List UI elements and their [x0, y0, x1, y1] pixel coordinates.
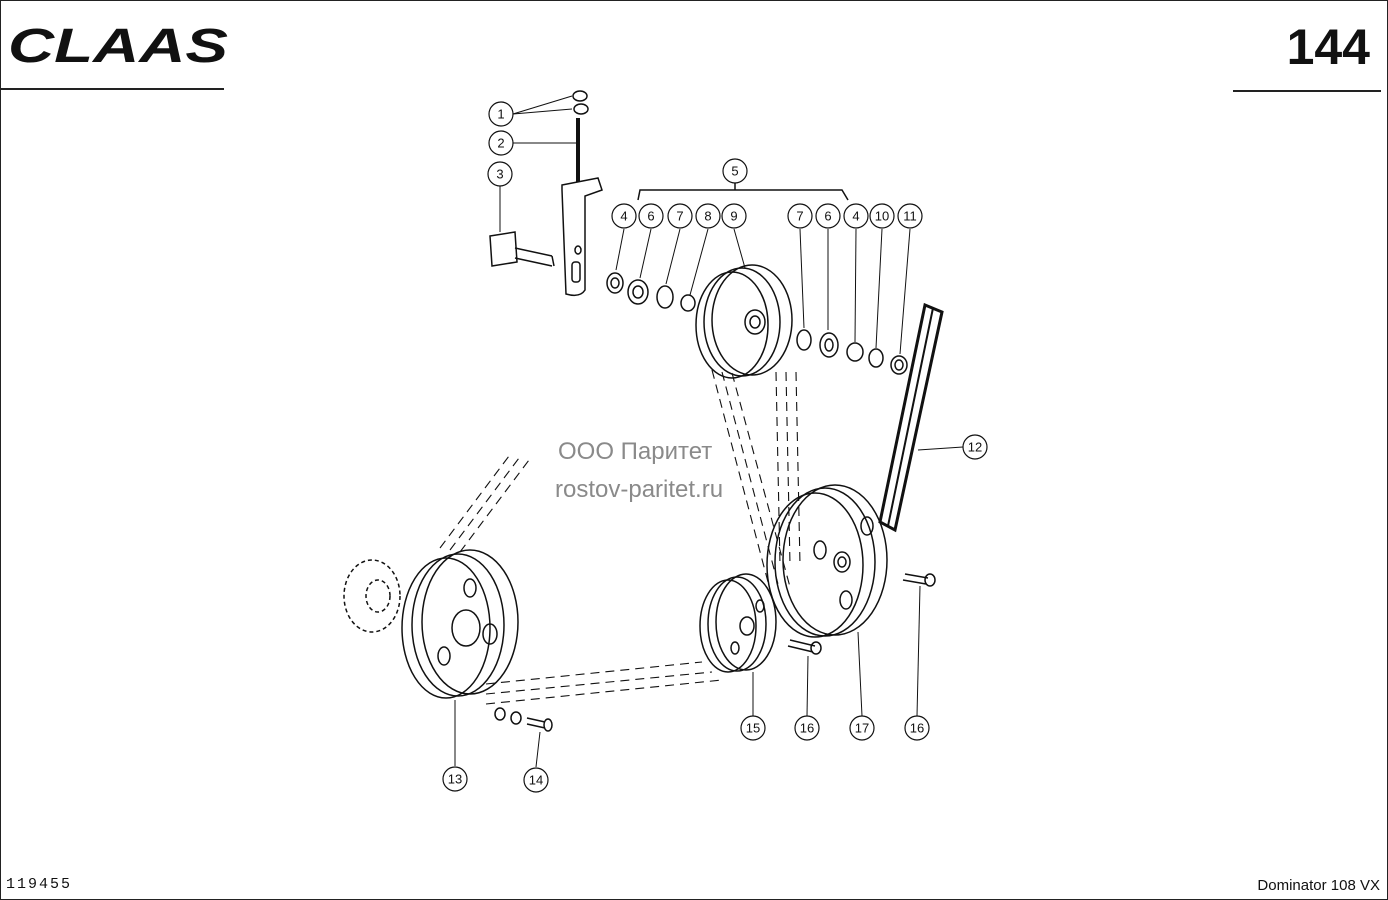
part-bearing-4-right — [846, 342, 864, 362]
callout-7-right — [787, 203, 813, 229]
model-name: Dominator 108 VX — [1257, 877, 1380, 894]
part-washer-10 — [868, 348, 884, 368]
header-rule-left — [0, 88, 224, 90]
belt-path-dashed-1 — [711, 369, 769, 583]
callout-label-7-right: 7 — [796, 209, 803, 224]
callout-label-16-left: 16 — [800, 721, 814, 736]
callout-14 — [523, 767, 549, 793]
callout-3 — [487, 161, 513, 187]
callout-label-1: 1 — [497, 107, 504, 122]
watermark-url: rostov-paritet.ru — [555, 476, 724, 503]
callout-label-5: 5 — [731, 164, 738, 179]
part-bearing-4-left — [606, 272, 624, 294]
claas-logo-icon: CLAAS — [8, 20, 228, 70]
callout-label-6-left: 6 — [647, 209, 654, 224]
part-nut-1 — [572, 90, 588, 102]
part-tbolt-3 — [489, 231, 518, 267]
part-bearing-6-right — [819, 332, 839, 358]
header-rule-right — [1233, 90, 1381, 92]
callout-1 — [488, 101, 514, 127]
callout-label-12: 12 — [968, 440, 982, 455]
callout-label-14: 14 — [529, 773, 543, 788]
callout-8 — [695, 203, 721, 229]
callout-label-13: 13 — [448, 772, 462, 787]
callout-label-4-left: 4 — [620, 209, 627, 224]
part-bolt-16-right — [902, 573, 929, 585]
callout-13 — [442, 766, 468, 792]
callout-10 — [869, 203, 895, 229]
callout-9 — [721, 203, 747, 229]
callout-label-4-right: 4 — [852, 209, 859, 224]
part-bracket-plate-2 — [561, 177, 603, 297]
part-spacer-8 — [680, 294, 696, 312]
callout-label-16-right: 16 — [910, 721, 924, 736]
page-number: 144 — [1286, 19, 1370, 75]
callout-6-left — [638, 203, 664, 229]
callout-6-right — [815, 203, 841, 229]
callout-4-right — [843, 203, 869, 229]
part-circlip-7-right — [796, 329, 812, 351]
callout-15 — [740, 715, 766, 741]
part-pulley-15 — [715, 573, 777, 671]
drawing-number: 119455 — [6, 876, 73, 893]
part-nut-14 — [494, 707, 506, 721]
callout-7-left — [667, 203, 693, 229]
callout-label-6-right: 6 — [824, 209, 831, 224]
brand-logo-text: CLAAS — [8, 20, 228, 70]
callout-label-9: 9 — [730, 209, 737, 224]
part-hub-dashed — [343, 559, 401, 633]
part-nut-11 — [890, 355, 908, 375]
callout-label-8: 8 — [704, 209, 711, 224]
watermark-company: ООО Паритет — [558, 438, 713, 465]
callout-label-11: 11 — [903, 209, 917, 224]
callout-12 — [962, 434, 988, 460]
callout-5 — [722, 158, 748, 184]
part-belt-12 — [878, 302, 944, 533]
part-bearing-6-left — [627, 279, 649, 305]
callout-label-7-left: 7 — [676, 209, 683, 224]
callout-2 — [488, 130, 514, 156]
callout-17 — [849, 715, 875, 741]
callout-label-10: 10 — [875, 209, 889, 224]
callout-label-17: 17 — [855, 721, 869, 736]
callout-16-left — [794, 715, 820, 741]
part-circlip-7-left — [656, 285, 674, 309]
callout-4-left — [611, 203, 637, 229]
part-bolt-14 — [526, 717, 546, 729]
callout-16-right — [904, 715, 930, 741]
callout-11 — [897, 203, 923, 229]
callout-label-3: 3 — [496, 167, 503, 182]
callout-label-2: 2 — [497, 136, 504, 151]
group-bracket-5 — [637, 189, 849, 201]
callout-label-15: 15 — [746, 721, 760, 736]
